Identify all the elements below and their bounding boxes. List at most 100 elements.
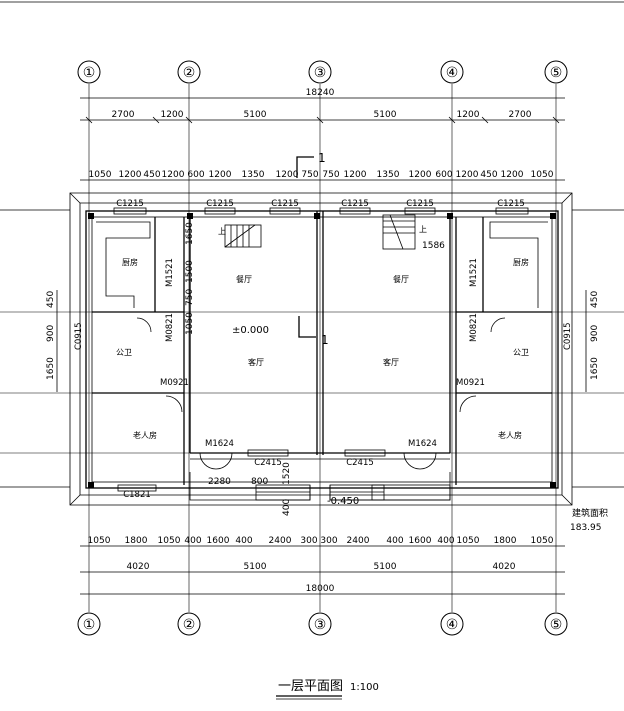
svg-text:5100: 5100 — [244, 562, 267, 572]
svg-text:1050: 1050 — [88, 536, 111, 546]
kitchen-counter-left — [96, 221, 151, 308]
right-dimensions: 450 900 1650 — [585, 290, 600, 392]
kitchen-counter-right — [489, 221, 548, 308]
top-windows: C1215 C1215 C1215 C1215 C1215 C1215 — [113, 199, 529, 215]
top-axis-bubbles: ① ② ③ ④ ⑤ — [77, 60, 568, 84]
dim-top-r3: 1200 — [344, 170, 367, 180]
entry-door-right — [403, 452, 437, 470]
bottom-axis-bubbles: ① ② ③ ④ ⑤ — [77, 612, 568, 636]
dim-top-r3: 1200 — [409, 170, 432, 180]
window-label: C1821 — [123, 490, 151, 500]
door-label: M1624 — [408, 439, 437, 449]
room-dining-left: 餐厅 — [236, 275, 252, 284]
door-label: M1624 — [205, 439, 234, 449]
svg-text:4020: 4020 — [493, 562, 516, 572]
room-living-right: 客厅 — [383, 357, 399, 367]
svg-text:1050: 1050 — [531, 536, 554, 546]
elevation-outer: -0.450 — [327, 496, 359, 507]
svg-text:18000: 18000 — [306, 584, 335, 594]
dim-top-r3: 1050 — [531, 170, 554, 180]
svg-text:1600: 1600 — [409, 536, 432, 546]
door-swing — [490, 317, 506, 333]
svg-text:450: 450 — [46, 291, 56, 308]
dim-top-r3: 1200 — [209, 170, 232, 180]
axis-label: ① — [83, 65, 96, 81]
section-mark-mid: 1 — [298, 316, 329, 347]
dim-top-r3: 1350 — [377, 170, 400, 180]
door-label: M0821 — [469, 313, 479, 342]
axis-label: ② — [183, 65, 196, 81]
svg-text:1800: 1800 — [494, 536, 517, 546]
axis-label: ⑤ — [550, 65, 563, 81]
svg-text:1650: 1650 — [590, 357, 600, 380]
dim-top-r2: 1200 — [457, 110, 480, 120]
door-label: M0821 — [165, 313, 175, 342]
dim-top-r3: 450 — [143, 170, 160, 180]
dim-750: 750 — [185, 289, 195, 306]
door-swing — [459, 395, 477, 413]
dim-top-r3: 1350 — [242, 170, 265, 180]
axis-label: ④ — [446, 617, 459, 633]
svg-text:1050: 1050 — [457, 536, 480, 546]
dim-top-r3: 600 — [187, 170, 204, 180]
dim-400: 400 — [282, 499, 292, 516]
dim-top-r3: 750 — [301, 170, 318, 180]
window-label: C1215 — [271, 199, 299, 209]
top-dimensions: 18240 2700 1200 5100 5100 1200 2700 1050… — [80, 88, 565, 181]
door-swing — [165, 395, 183, 413]
dim-top-r2: 2700 — [509, 110, 532, 120]
room-elder-right: 老人房 — [498, 430, 522, 440]
room-wc-left: 公卫 — [116, 348, 132, 357]
dim-overall-top: 18240 — [306, 88, 335, 98]
area-value: 183.95 — [570, 523, 602, 533]
window-label: C0915 — [74, 322, 84, 350]
axis-label: ③ — [314, 65, 327, 81]
site-lines — [0, 209, 624, 488]
dim-1500: 1500 — [185, 260, 195, 283]
window-label: C0915 — [563, 322, 573, 350]
axis-label: ④ — [446, 65, 459, 81]
stair-up-label: 上 — [419, 225, 427, 234]
svg-text:1050: 1050 — [158, 536, 181, 546]
window-label: C2415 — [346, 458, 374, 468]
dim-top-r3: 1200 — [162, 170, 185, 180]
room-elder-left: 老人房 — [133, 430, 157, 440]
svg-text:5100: 5100 — [374, 562, 397, 572]
dim-top-r2: 5100 — [374, 110, 397, 120]
drawing-title: 一层平面图 — [278, 679, 343, 694]
window-label: C1215 — [406, 199, 434, 209]
dim-2280: 2280 — [208, 477, 231, 487]
window-label: C1215 — [497, 199, 525, 209]
stair-up-label: 上 — [218, 227, 226, 236]
columns — [88, 213, 556, 488]
dim-top-r3: 1200 — [501, 170, 524, 180]
bottom-dimensions: 1050 1800 1050 400 1600 400 2400 300 300… — [80, 536, 565, 595]
section-number: 1 — [321, 333, 329, 347]
axis-lines — [88, 84, 557, 612]
area-label: 建筑面积 — [572, 507, 608, 519]
dim-top-r3: 750 — [322, 170, 339, 180]
dim-1520: 1520 — [282, 462, 292, 485]
room-kitchen-left: 厨房 — [122, 257, 138, 267]
left-dimensions: 450 900 1650 — [46, 290, 58, 392]
svg-text:400: 400 — [386, 536, 403, 546]
svg-text:2400: 2400 — [269, 536, 292, 546]
svg-text:450: 450 — [590, 291, 600, 308]
roof-inner-outline — [79, 202, 563, 496]
axis-label: ⑤ — [550, 617, 563, 633]
dim-1050: 1050 — [185, 312, 195, 335]
svg-text:1650: 1650 — [46, 357, 56, 380]
dim-top-r2: 2700 — [112, 110, 135, 120]
door-label: M0921 — [456, 378, 485, 388]
room-dining-right: 餐厅 — [393, 275, 409, 284]
svg-text:900: 900 — [46, 325, 56, 342]
dim-top-r3: 1200 — [456, 170, 479, 180]
porch-steps — [189, 472, 451, 501]
svg-text:400: 400 — [437, 536, 454, 546]
door-label: M0921 — [160, 378, 189, 388]
entry-door-left — [199, 452, 233, 470]
dim-1586: 1586 — [422, 241, 445, 251]
stair-right: 上 1586 — [382, 214, 445, 251]
room-kitchen-right: 厨房 — [513, 257, 529, 267]
